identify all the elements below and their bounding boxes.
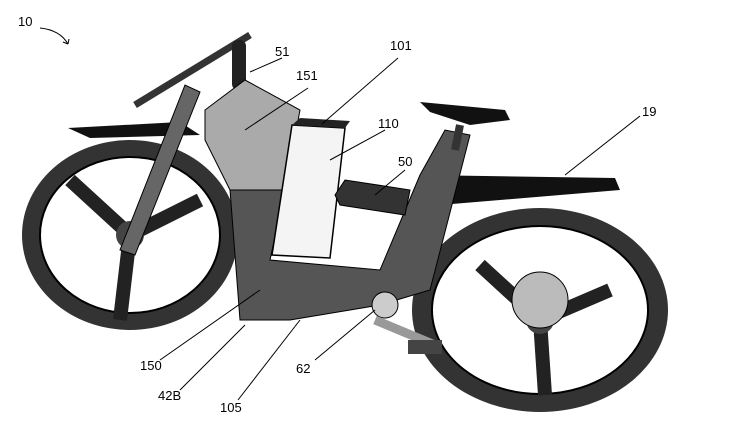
leader-lines [39, 27, 641, 401]
rear-fender [410, 175, 620, 232]
label-151: 151 [296, 68, 318, 83]
label-110: 110 [378, 116, 399, 131]
label-10: 10 [18, 14, 33, 29]
label-101: 101 [390, 38, 412, 53]
mirror [232, 40, 246, 90]
label-19: 19 [642, 104, 657, 119]
front-fork [119, 84, 201, 256]
label-50: 50 [398, 154, 413, 169]
crank [371, 291, 442, 354]
seat [420, 102, 510, 125]
footrest [334, 179, 411, 216]
label-105: 105 [220, 400, 242, 415]
handlebar [133, 32, 252, 108]
label-62: 62 [296, 361, 311, 376]
label-42b: 42B [158, 388, 182, 403]
label-150: 150 [140, 358, 162, 373]
label-51: 51 [275, 44, 290, 59]
rear-wheel [412, 208, 668, 412]
